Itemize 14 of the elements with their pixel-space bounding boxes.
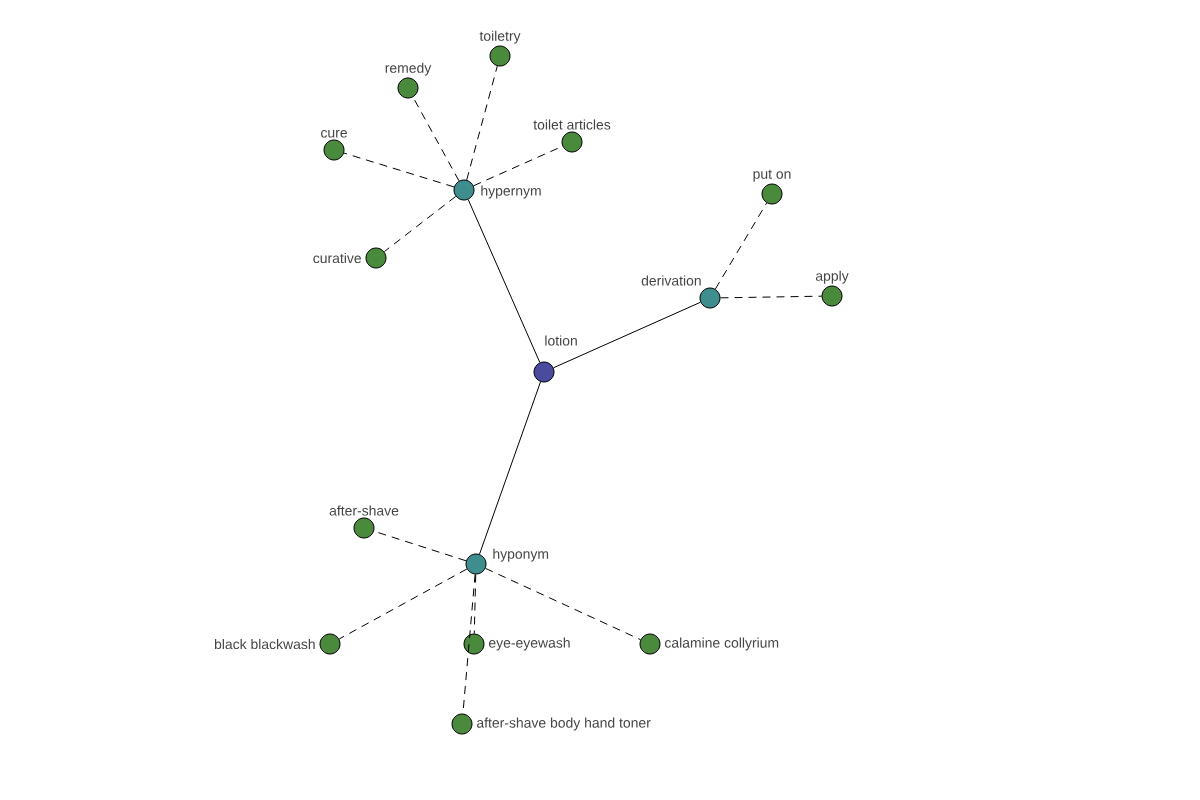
connector-line [466,65,498,181]
connector-line [473,145,563,187]
connector-line [338,568,468,640]
connector-line [720,295,822,299]
connector-line [485,567,641,641]
connector-line [467,199,541,363]
connector-line [343,152,455,188]
connector-line [479,381,541,555]
connector-line [473,574,477,634]
connector-line [373,530,467,562]
connector-line [714,202,768,290]
connector-line [412,96,460,182]
connector-line [383,195,457,253]
connector-line [553,301,701,369]
